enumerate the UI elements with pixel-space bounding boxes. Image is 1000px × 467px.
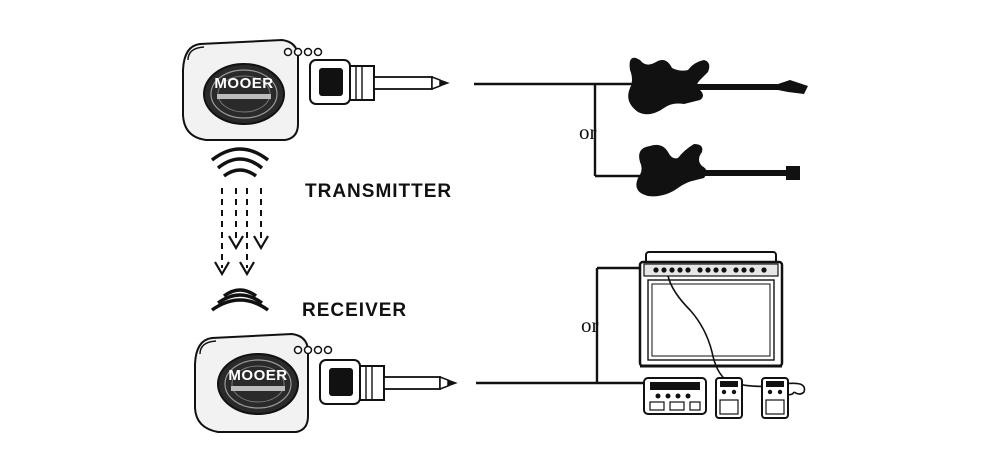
receiver-device: MOOER bbox=[194, 332, 458, 433]
or-label-top: or bbox=[579, 120, 597, 144]
signal-transmission-arrows bbox=[214, 188, 269, 277]
transmitter-logo: MOOER bbox=[214, 75, 273, 92]
transmitter-plug-icon bbox=[309, 59, 450, 105]
transmitter-cable bbox=[474, 82, 641, 178]
transmitter-label: TRANSMITTER bbox=[305, 181, 452, 202]
effects-pedal-icon-2 bbox=[761, 377, 789, 419]
receiver-label: RECEIVER bbox=[302, 300, 407, 321]
electric-guitar-icon-1 bbox=[628, 57, 808, 115]
wireless-signal-icon-bottom bbox=[210, 288, 270, 312]
receiver-logo: MOOER bbox=[228, 367, 287, 384]
receiver-status-leds bbox=[293, 345, 333, 355]
receiver-plug-icon bbox=[319, 359, 458, 405]
amplifier-knobs bbox=[653, 267, 767, 273]
receiver-cable bbox=[476, 266, 648, 385]
wireless-signal-icon-top bbox=[210, 147, 270, 178]
effects-pedal-icon-multi bbox=[643, 377, 707, 415]
transmitter-status-leds bbox=[283, 47, 323, 57]
effects-pedal-icon-1 bbox=[715, 377, 743, 419]
or-label-bottom: or bbox=[581, 313, 599, 337]
transmitter-device: MOOER bbox=[182, 38, 450, 141]
electric-guitar-icon-2 bbox=[636, 144, 800, 197]
amp-patch-cable bbox=[667, 275, 806, 395]
